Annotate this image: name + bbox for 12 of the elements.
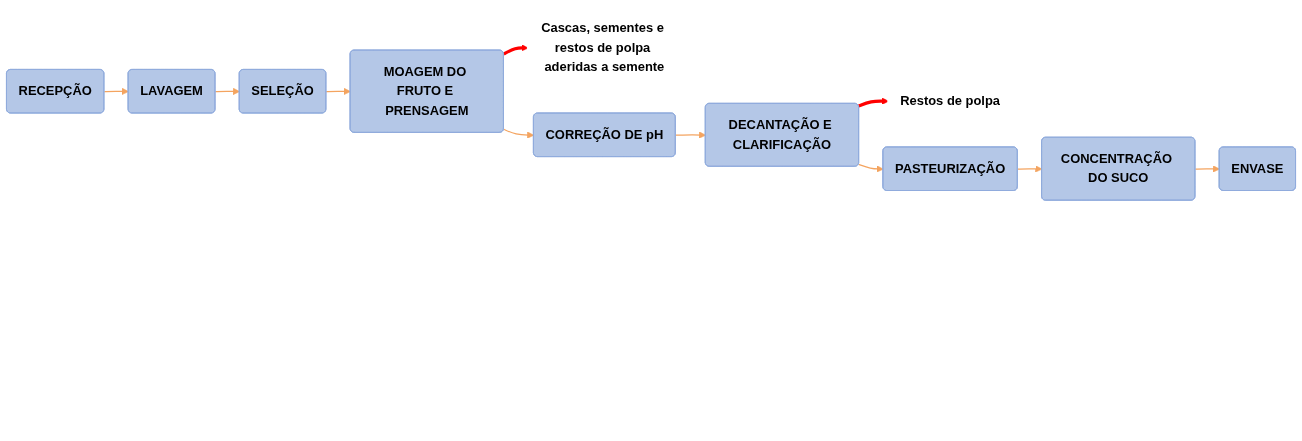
arrow [1017,165,1043,173]
arrow [675,131,706,139]
arrow [325,87,351,95]
arrow [858,97,889,108]
node-text: Cascas, sementes e restos de polpa aderidas a semente [541,20,665,74]
arrow [503,128,535,139]
arrow [103,87,129,95]
node-text: Restos de polpa [900,93,1000,108]
arrow [503,44,529,56]
arrow [858,163,884,173]
arrow [1194,165,1220,173]
arrow [214,87,240,95]
